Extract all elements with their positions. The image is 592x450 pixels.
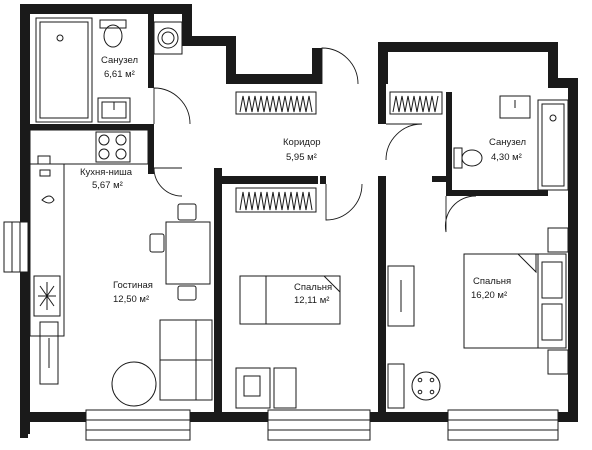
room-label-corridor: Коридор 5,95 м²: [283, 137, 321, 163]
bed-bedroom1: [239, 275, 341, 325]
bathtub-left: [35, 17, 93, 123]
wardrobe-bedroom1: [235, 187, 317, 213]
room-label-bath1: Санузел 6,61 м²: [101, 55, 138, 80]
room-label-bath2: Санузел 4,30 м²: [489, 137, 526, 163]
sofa: [159, 319, 213, 401]
room-label-kitchen: Кухня-ниша 5,67 м²: [80, 167, 133, 191]
room-name: Кухня-ниша: [80, 167, 133, 178]
room-label-living: Гостиная 12,50 м²: [113, 280, 153, 305]
room-area: 6,61 м²: [104, 69, 135, 80]
room-area: 12,50 м²: [113, 294, 149, 305]
bed-bedroom2: [463, 227, 569, 375]
room-area: 5,67 м²: [92, 180, 123, 191]
room-name: Гостиная: [113, 280, 153, 291]
room-area: 5,95 м²: [286, 152, 317, 163]
armchair-bedroom2: [387, 363, 441, 409]
wardrobe-corridor: [235, 91, 317, 115]
bathtub-right: [537, 99, 569, 191]
doors: [153, 47, 477, 233]
room-area: 12,11 м²: [294, 295, 329, 306]
wardrobe-bedroom2: [389, 91, 443, 115]
toilet-icon: [99, 19, 127, 48]
room-name: Коридор: [283, 137, 321, 148]
room-name: Спальня: [294, 282, 332, 293]
room-area: 16,20 м²: [471, 290, 507, 301]
windows: [3, 221, 559, 441]
wardrobe-cabinet-bedroom2: [387, 265, 415, 327]
room-label-bedroom2: Спальня 16,20 м²: [471, 276, 511, 301]
room-name: Санузел: [489, 137, 526, 148]
room-area: 4,30 м²: [491, 152, 522, 163]
toilet-right-icon: [453, 147, 483, 169]
sink-icon: [97, 97, 131, 123]
washing-machine-icon: [153, 21, 183, 55]
dining-table: [149, 203, 211, 301]
rug: [111, 361, 157, 407]
sink-right-icon: [499, 95, 531, 119]
room-name: Спальня: [473, 276, 511, 287]
tv-stand: [39, 321, 59, 385]
kitchen-counter: [29, 129, 149, 337]
desk-bedroom1: [235, 367, 297, 409]
interior-walls: [30, 14, 548, 412]
room-name: Санузел: [101, 55, 138, 66]
room-label-bedroom1: Спальня 12,11 м²: [294, 282, 332, 306]
